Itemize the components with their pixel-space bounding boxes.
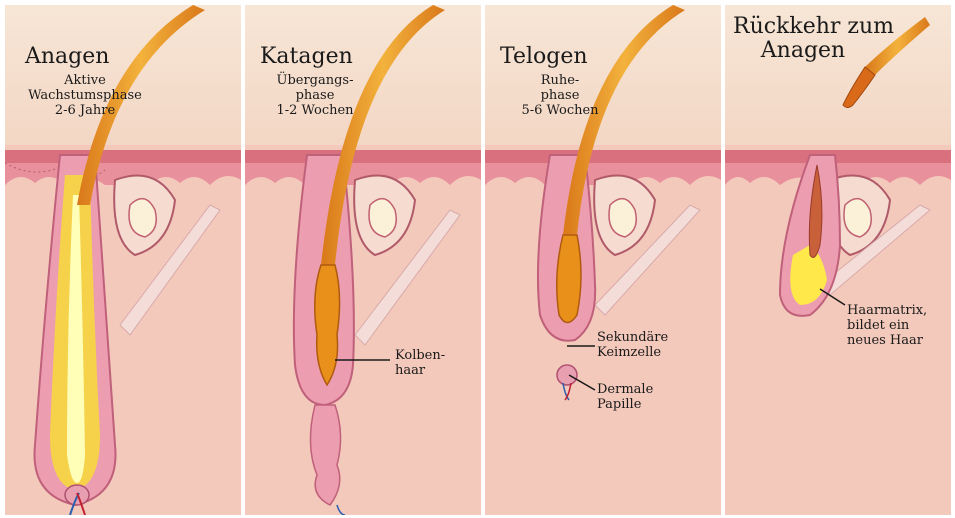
panel-telogen: Telogen Ruhe- phase 5-6 Wochen Sekundäre… xyxy=(485,5,721,515)
label-haarmatrix-line-1: Haarmatrix, xyxy=(847,303,927,318)
label-sekundaere-keimzelle: Sekundäre Keimzelle xyxy=(597,330,668,360)
anagen-subtitle-line-3: 2-6 Jahre xyxy=(10,103,160,118)
katagen-subtitle-line-1: Übergangs- xyxy=(250,73,380,88)
label-papille-line-1: Dermale xyxy=(597,382,653,397)
telogen-subtitle: Ruhe- phase 5-6 Wochen xyxy=(505,73,615,118)
anagen-title: Anagen xyxy=(25,45,145,69)
anagen-subtitle: Aktive Wachstumsphase 2-6 Jahre xyxy=(10,73,160,118)
label-keimzelle-line-1: Sekundäre xyxy=(597,330,668,345)
rueckkehr-illustration xyxy=(725,5,951,515)
label-papille-line-2: Papille xyxy=(597,397,653,412)
katagen-subtitle-line-2: phase xyxy=(250,88,380,103)
rueckkehr-title-line-2: Anagen xyxy=(733,39,873,63)
label-kolbenhaar-line-1: Kolben- xyxy=(395,348,445,363)
telogen-subtitle-line-3: 5-6 Wochen xyxy=(505,103,615,118)
katagen-subtitle-line-3: 1-2 Wochen xyxy=(250,103,380,118)
telogen-title: Telogen xyxy=(500,45,620,69)
panel-anagen: Anagen Aktive Wachstumsphase 2-6 Jahre xyxy=(5,5,241,515)
rueckkehr-title: Rückkehr zum Anagen xyxy=(733,15,873,63)
rueckkehr-title-line-1: Rückkehr zum xyxy=(733,15,873,39)
katagen-title: Katagen xyxy=(260,45,380,69)
label-keimzelle-line-2: Keimzelle xyxy=(597,345,668,360)
telogen-subtitle-line-1: Ruhe- xyxy=(505,73,615,88)
panel-katagen: Katagen Übergangs- phase 1-2 Wochen Kolb… xyxy=(245,5,481,515)
katagen-subtitle: Übergangs- phase 1-2 Wochen xyxy=(250,73,380,118)
label-haarmatrix-line-2: bildet ein xyxy=(847,318,927,333)
anagen-subtitle-line-1: Aktive xyxy=(10,73,160,88)
label-haarmatrix-line-3: neues Haar xyxy=(847,333,927,348)
panel-rueckkehr: Rückkehr zum Anagen Haarmatrix, bildet e… xyxy=(725,5,951,515)
label-dermale-papille: Dermale Papille xyxy=(597,382,653,412)
telogen-subtitle-line-2: phase xyxy=(505,88,615,103)
label-kolbenhaar-line-2: haar xyxy=(395,363,445,378)
label-kolbenhaar: Kolben- haar xyxy=(395,348,445,378)
label-haarmatrix: Haarmatrix, bildet ein neues Haar xyxy=(847,303,927,348)
anagen-subtitle-line-2: Wachstumsphase xyxy=(10,88,160,103)
